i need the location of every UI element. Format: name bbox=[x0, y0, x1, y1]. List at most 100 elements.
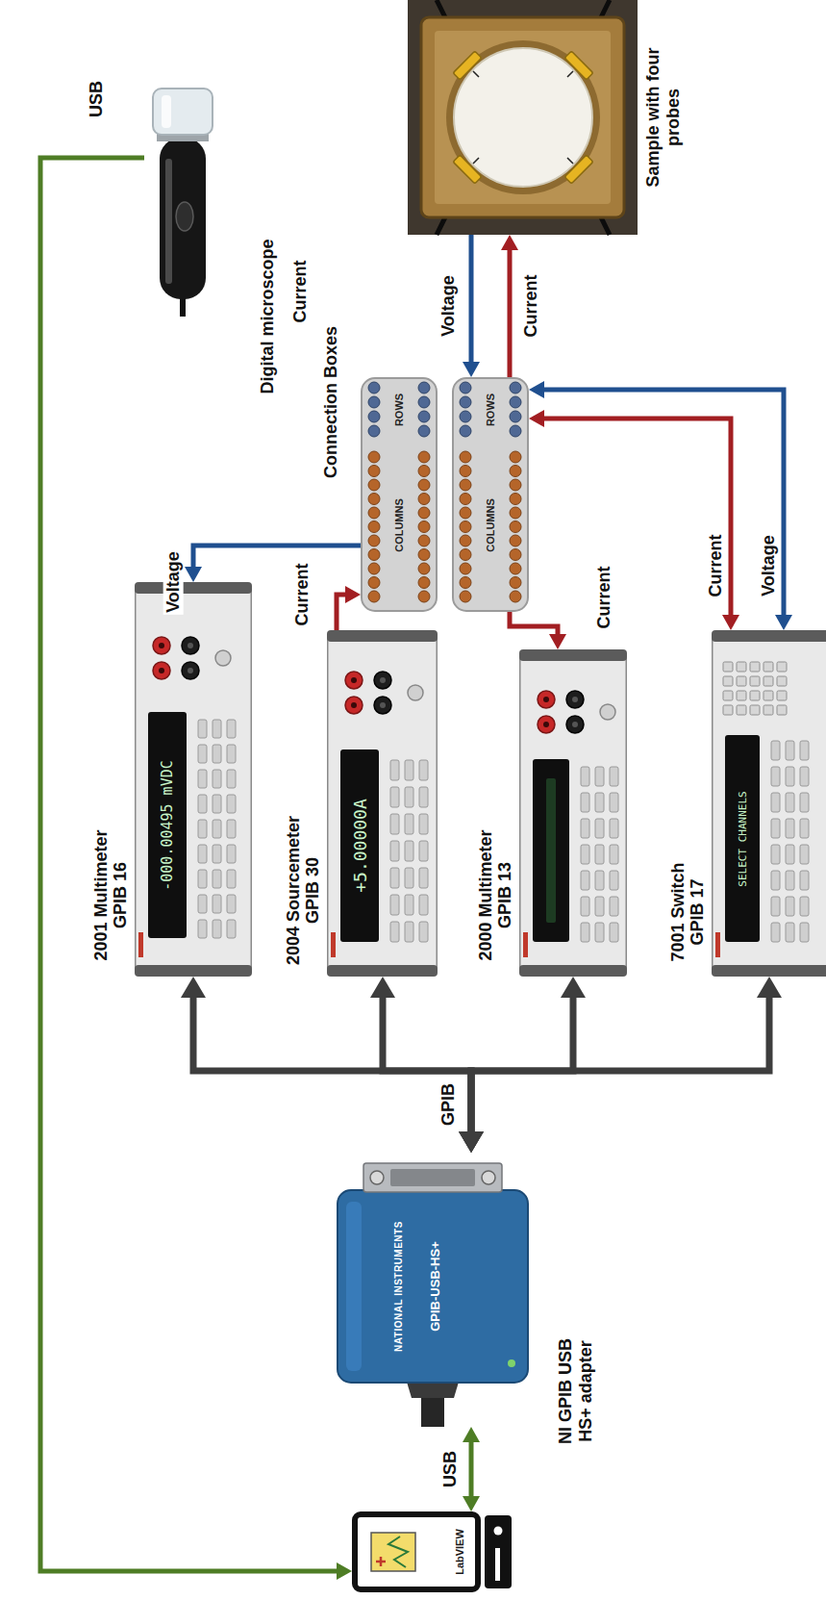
section-name: ROWS bbox=[393, 393, 405, 426]
connection-box-part bbox=[368, 425, 380, 437]
connection-box-part bbox=[368, 478, 380, 491]
connection-box-part bbox=[459, 396, 472, 408]
sourcemeter-panel-part bbox=[390, 813, 400, 834]
connection-box-part bbox=[459, 478, 472, 491]
multimeter-panel-part bbox=[537, 690, 555, 708]
switch-panel-part bbox=[771, 766, 780, 786]
multimeter-panel-drawing bbox=[519, 649, 627, 977]
signal-label: USB bbox=[440, 1448, 461, 1489]
sourcemeter-panel-part bbox=[404, 867, 414, 888]
switch-panel-part bbox=[785, 766, 795, 786]
switch-panel-part bbox=[785, 818, 795, 838]
gpib-usb-adapter-part bbox=[481, 1170, 496, 1184]
switch-panel-part bbox=[763, 675, 774, 686]
connection-box-part bbox=[418, 425, 430, 437]
multimeter-panel-part bbox=[152, 636, 171, 654]
switch-panel-part bbox=[736, 690, 747, 701]
signal-label: Voltage bbox=[438, 273, 459, 339]
connection-box-part bbox=[509, 450, 522, 463]
multimeter-panel-part bbox=[226, 844, 236, 863]
switch-panel-part bbox=[776, 661, 787, 672]
switch-panel-part bbox=[771, 896, 780, 916]
sourcemeter-panel-part bbox=[390, 921, 400, 942]
multimeter-panel-part bbox=[212, 919, 222, 938]
text-label: Current bbox=[290, 257, 311, 325]
switch-panel-part bbox=[800, 896, 809, 916]
connection-box-part bbox=[459, 590, 472, 602]
switch-panel-part bbox=[723, 661, 733, 672]
display-reading: +5.00000A bbox=[350, 798, 371, 893]
connection-box-part bbox=[418, 478, 430, 491]
connection-box-part bbox=[418, 493, 430, 505]
sample-photo: Sample with four probes bbox=[407, 0, 638, 235]
switch-panel-part bbox=[736, 661, 747, 672]
multimeter-panel-part bbox=[187, 667, 194, 674]
connection-box-part bbox=[459, 425, 472, 437]
switch-panel-part bbox=[711, 629, 826, 642]
section-name: COLUMNS bbox=[484, 498, 497, 552]
connection-box-part bbox=[509, 534, 522, 547]
switch-panel-part bbox=[800, 844, 809, 864]
sourcemeter-panel-part bbox=[379, 676, 386, 683]
sourcemeter-panel-part bbox=[326, 629, 438, 642]
connection-box-part bbox=[509, 549, 522, 561]
multimeter-panel-part bbox=[609, 792, 619, 812]
connection-box-part bbox=[459, 549, 472, 561]
switch-panel-part bbox=[776, 690, 787, 701]
switch-panel-part bbox=[785, 922, 795, 942]
multimeter-panel-part bbox=[152, 661, 171, 679]
computer-icon-part bbox=[494, 1526, 503, 1535]
device-label: Digital microscope bbox=[257, 225, 278, 408]
multimeter-panel-part bbox=[158, 642, 165, 649]
sourcemeter-panel-part bbox=[404, 813, 414, 834]
multimeter-panel-part bbox=[198, 719, 207, 738]
signal-label: Current bbox=[705, 531, 726, 599]
signal-label: Voltage bbox=[758, 532, 779, 599]
sample-photo-part bbox=[473, 71, 574, 164]
signal-arrow bbox=[40, 157, 338, 1571]
connection-box-part bbox=[418, 396, 430, 408]
connection-box-part bbox=[368, 576, 380, 589]
connection-box-part bbox=[368, 396, 380, 408]
switch-panel-part bbox=[736, 675, 747, 686]
multimeter-panel-part bbox=[226, 919, 236, 938]
display-reading: SELECT CHANNELS bbox=[736, 790, 750, 886]
multimeter-panel-part bbox=[198, 844, 207, 863]
signal-label: Voltage bbox=[163, 549, 184, 615]
device-label: 2001 Multimeter GPIB 16 bbox=[91, 815, 131, 975]
connection-box-part bbox=[509, 381, 522, 394]
multimeter-panel-part bbox=[572, 696, 578, 702]
connection-box-part bbox=[509, 493, 522, 505]
multimeter-panel-part bbox=[595, 766, 604, 786]
connection-box-part bbox=[418, 410, 430, 423]
multimeter-panel-part bbox=[580, 870, 590, 890]
multimeter-panel-part bbox=[226, 744, 236, 763]
multimeter-panel-part bbox=[198, 794, 207, 813]
connection-box-part bbox=[368, 450, 380, 463]
multimeter-panel-part bbox=[595, 844, 604, 864]
sourcemeter-panel-part bbox=[390, 759, 400, 780]
connection-box-part bbox=[509, 521, 522, 533]
sample-photo-part bbox=[434, 30, 611, 204]
multimeter-panel-part bbox=[566, 690, 584, 708]
switch-panel-part bbox=[725, 734, 760, 942]
multimeter-panel-part bbox=[226, 794, 236, 813]
sample-photo-part bbox=[421, 17, 625, 218]
multimeter-panel-part bbox=[215, 650, 231, 666]
switch-panel-part bbox=[785, 792, 795, 812]
digital-microscope-part bbox=[175, 201, 194, 231]
connection-box-part bbox=[418, 506, 430, 519]
connection-box-part bbox=[459, 521, 472, 533]
sourcemeter-panel-part bbox=[407, 684, 424, 701]
sample-label: Sample with four probes bbox=[643, 30, 683, 204]
multimeter-panel-part bbox=[212, 869, 222, 888]
gpib-usb-adapter-part bbox=[390, 1168, 476, 1186]
computer-icon-part bbox=[388, 1535, 408, 1567]
multimeter-panel-part bbox=[198, 769, 207, 788]
multimeter-panel-part bbox=[212, 819, 222, 838]
gpib-usb-adapter-part bbox=[421, 1393, 445, 1427]
section-name: ROWS bbox=[484, 393, 497, 426]
multimeter-panel-part bbox=[226, 819, 236, 838]
switch-panel-part bbox=[800, 766, 809, 786]
